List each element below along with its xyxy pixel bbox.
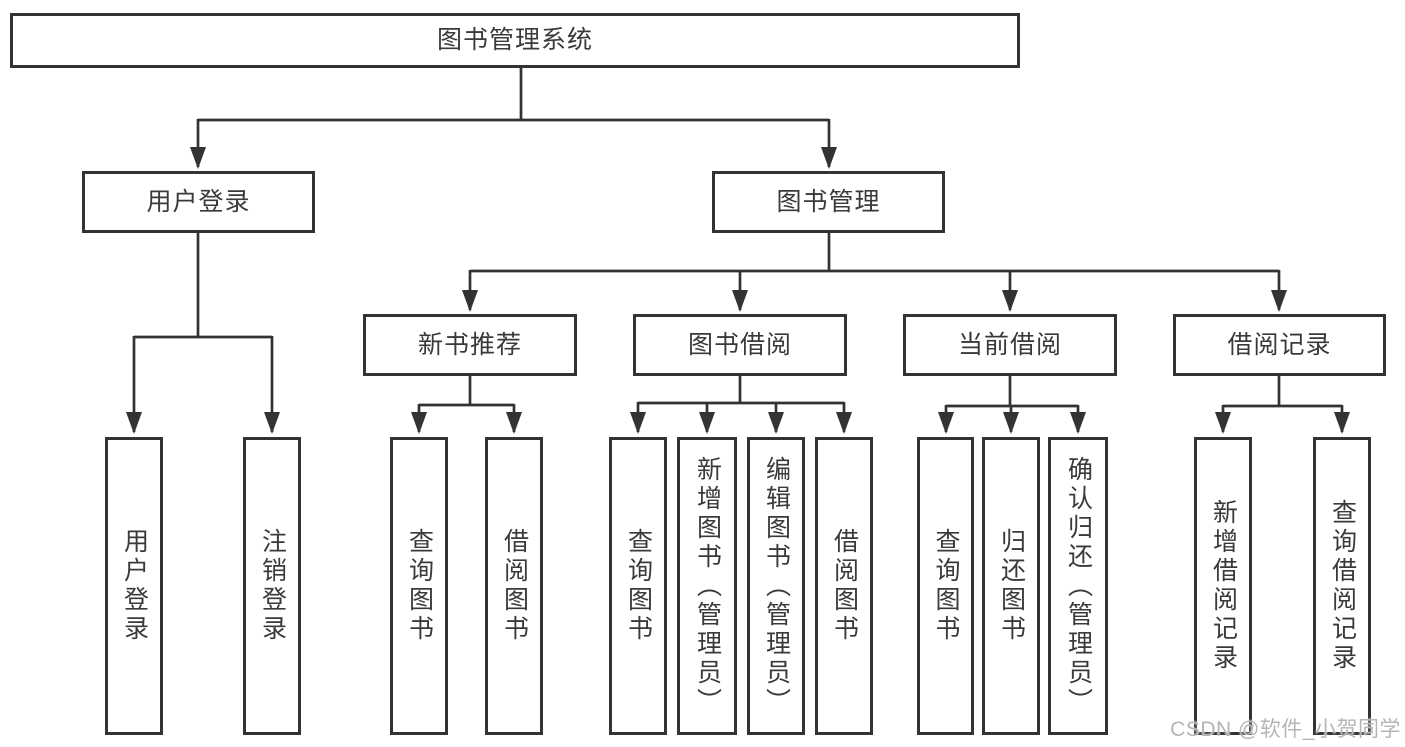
leaf-confirm-return-admin: 确认归还（管理员） <box>1048 437 1108 735</box>
leaf-user-login: 用户登录 <box>105 437 163 735</box>
node-user-login: 用户登录 <box>82 171 315 233</box>
leaf-query-books-recommend: 查询图书 <box>390 437 448 735</box>
node-book-management: 图书管理 <box>712 171 945 233</box>
leaf-add-borrow-record: 新增借阅记录 <box>1194 437 1252 735</box>
node-borrowing-records: 借阅记录 <box>1173 314 1386 376</box>
leaf-query-borrow-record: 查询借阅记录 <box>1313 437 1371 735</box>
csdn-watermark: CSDN @软件_小贺同学 <box>1170 718 1401 741</box>
node-new-book-recommendation: 新书推荐 <box>363 314 577 376</box>
leaf-borrow-books-recommend: 借阅图书 <box>485 437 543 735</box>
node-current-borrowing: 当前借阅 <box>903 314 1117 376</box>
leaf-edit-books-admin: 编辑图书（管理员） <box>747 437 805 735</box>
leaf-logout: 注销登录 <box>243 437 301 735</box>
leaf-query-books-current: 查询图书 <box>917 437 974 735</box>
node-book-borrowing: 图书借阅 <box>633 314 847 376</box>
leaf-add-books-admin: 新增图书（管理员） <box>677 437 737 735</box>
node-library-management-system: 图书管理系统 <box>10 13 1020 68</box>
leaf-query-books-borrowing: 查询图书 <box>609 437 667 735</box>
leaf-borrow-books: 借阅图书 <box>815 437 873 735</box>
leaf-return-books: 归还图书 <box>982 437 1040 735</box>
